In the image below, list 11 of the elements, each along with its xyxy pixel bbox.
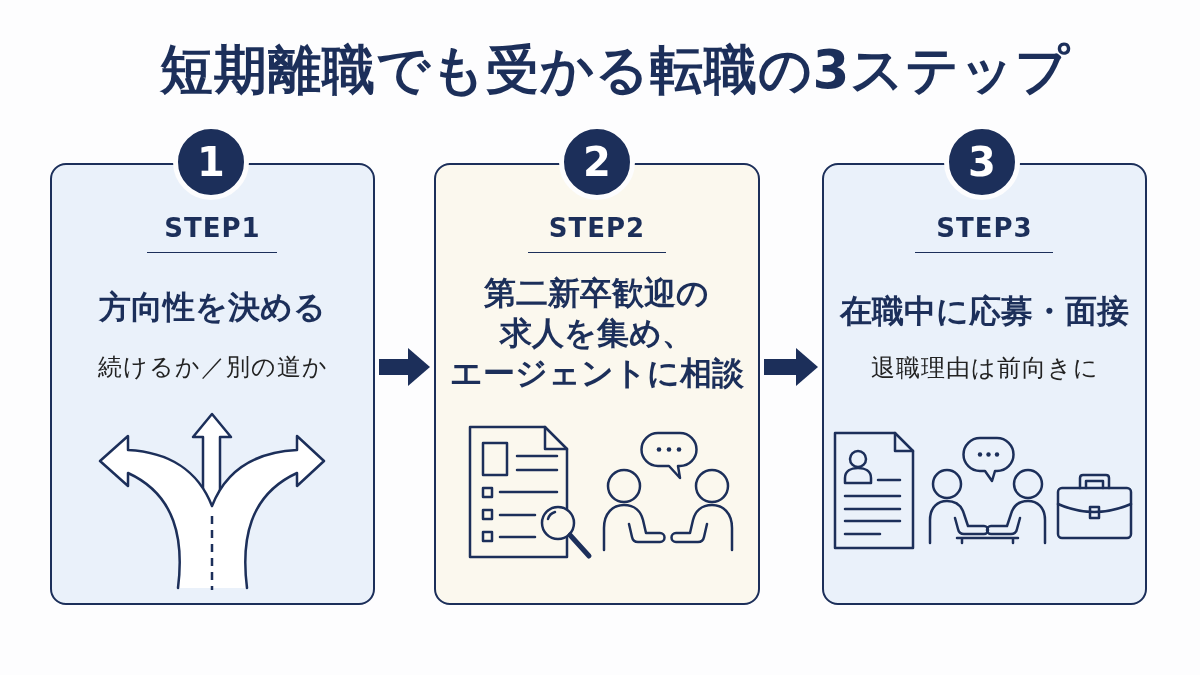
arrow <box>379 348 430 386</box>
step-label: STEP2 <box>548 211 646 244</box>
step-subtitle: 退職理由は前向きに <box>870 352 1099 383</box>
step-heading: 第二新卒歓迎の求人を集め、エージェントに相談 <box>448 272 745 393</box>
step-heading: 在職中に応募・面接 <box>840 290 1129 331</box>
arrow <box>764 348 818 386</box>
title: 短期離職でも受かる転職の3ステップ <box>159 38 1071 102</box>
step-label: STEP1 <box>164 211 261 244</box>
step-subtitle: 続けるか／別の道か <box>97 351 328 382</box>
step-label: STEP3 <box>936 211 1033 244</box>
step-heading: 方向性を決める <box>99 286 326 327</box>
